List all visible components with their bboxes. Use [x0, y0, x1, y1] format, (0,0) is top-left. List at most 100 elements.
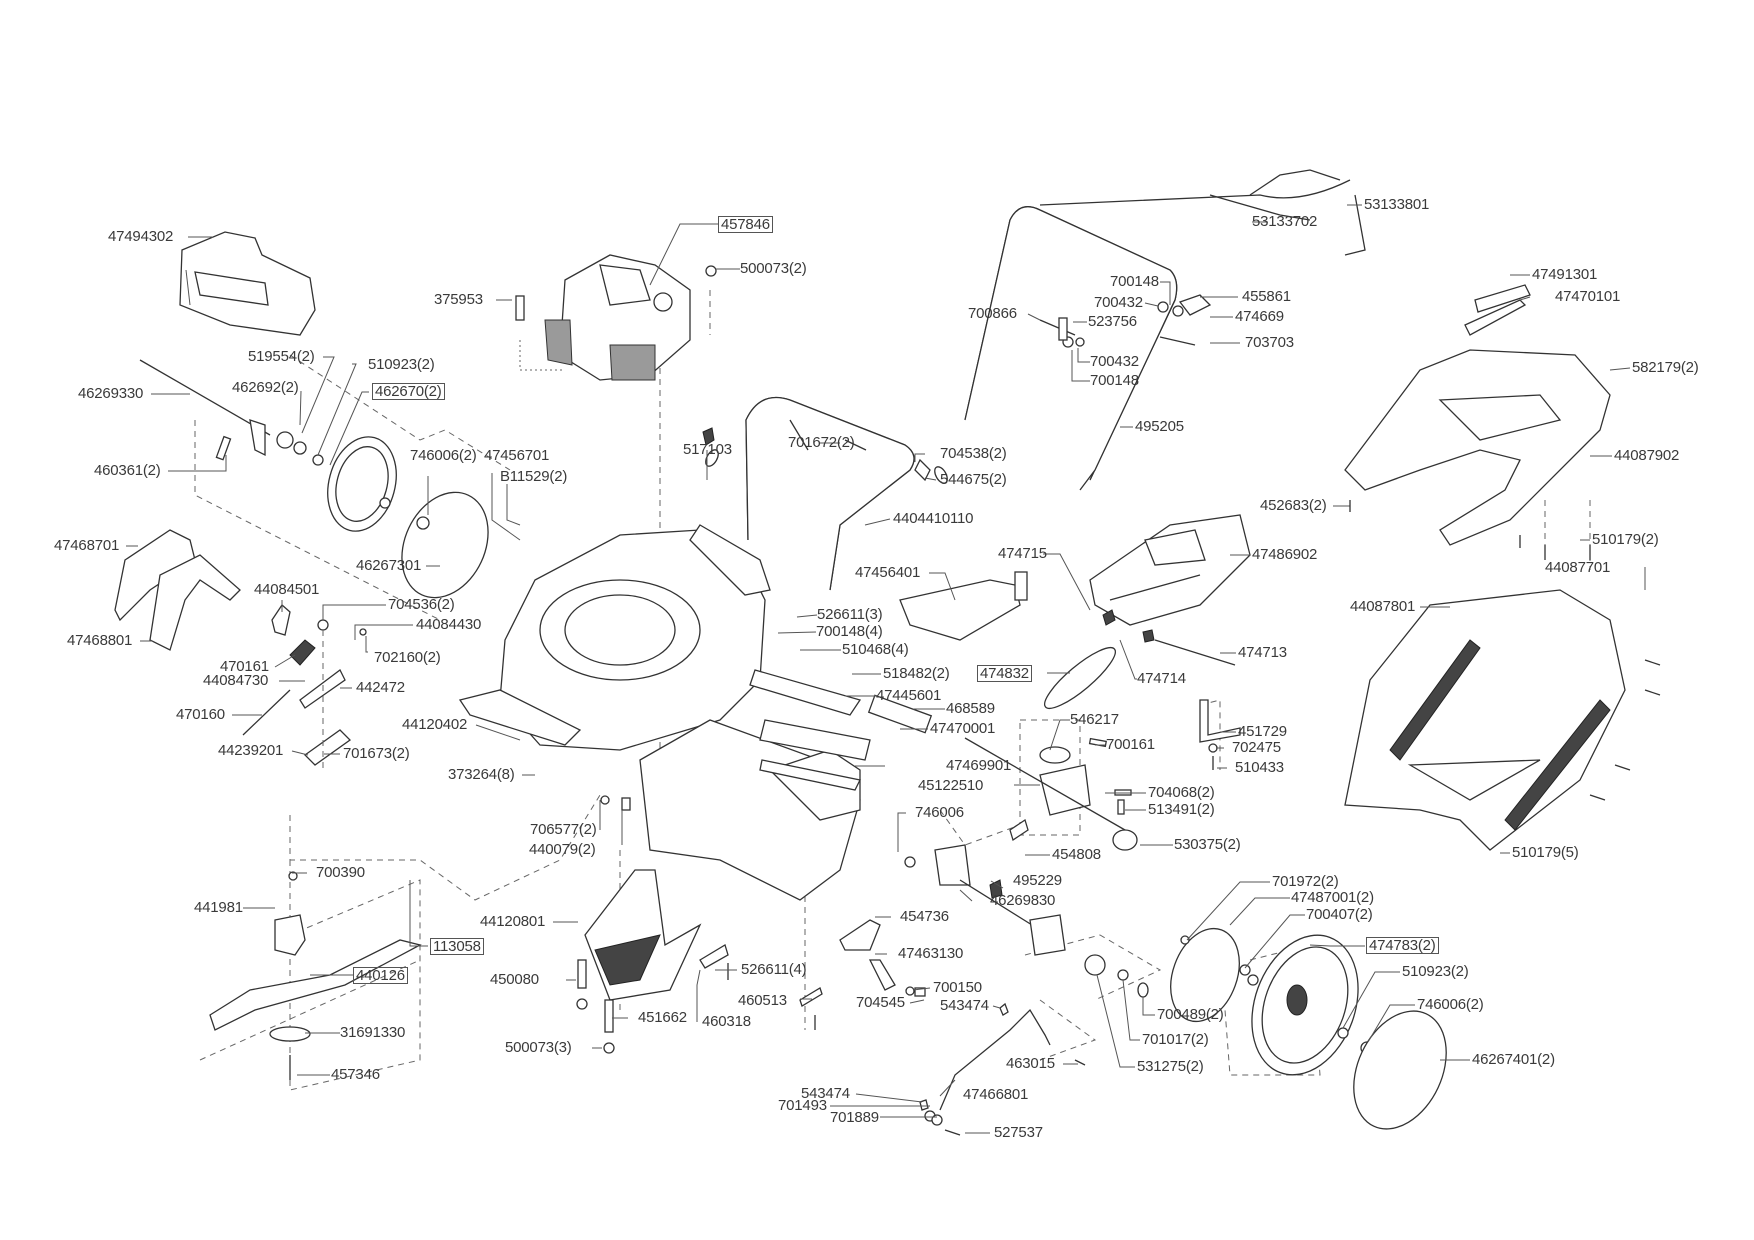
part-label[interactable]: 53133801	[1364, 196, 1430, 213]
part-label[interactable]: 46269330	[78, 385, 144, 402]
part-label[interactable]: 523756	[1088, 313, 1137, 330]
part-label[interactable]: 47456401	[855, 564, 921, 581]
part-label[interactable]: 474832	[977, 665, 1032, 682]
part-label[interactable]: 527537	[994, 1124, 1043, 1141]
part-label[interactable]: 47463130	[898, 945, 964, 962]
part-label[interactable]: 470161	[220, 658, 269, 675]
part-label[interactable]: 543474	[801, 1085, 850, 1102]
part-label[interactable]: 47466801	[963, 1086, 1029, 1103]
part-label[interactable]: 468589	[946, 700, 995, 717]
part-label[interactable]: 495205	[1135, 418, 1184, 435]
part-label[interactable]: 704545	[856, 994, 905, 1011]
part-label[interactable]: 531275(2)	[1137, 1058, 1204, 1075]
part-label[interactable]: 701017(2)	[1142, 1031, 1209, 1048]
part-label[interactable]: 53133702	[1252, 213, 1318, 230]
part-label[interactable]: 510433	[1235, 759, 1284, 776]
part-label[interactable]: 47468701	[54, 537, 120, 554]
part-label[interactable]: 47491301	[1532, 266, 1598, 283]
part-label[interactable]: 700866	[968, 305, 1017, 322]
part-label[interactable]: 44239201	[218, 742, 284, 759]
part-label[interactable]: 44087902	[1614, 447, 1680, 464]
part-label[interactable]: 700148	[1090, 372, 1139, 389]
part-label[interactable]: 46267301	[356, 557, 422, 574]
part-label[interactable]: 701972(2)	[1272, 873, 1339, 890]
part-label[interactable]: 4404410110	[893, 510, 974, 527]
part-label[interactable]: 746006(2)	[410, 447, 477, 464]
part-label[interactable]: 526611(4)	[741, 961, 807, 978]
part-label[interactable]: 47470101	[1555, 288, 1621, 305]
part-label[interactable]: 513491(2)	[1148, 801, 1215, 818]
part-label[interactable]: 457846	[718, 216, 773, 233]
part-label[interactable]: 451662	[638, 1009, 687, 1026]
part-label[interactable]: 704068(2)	[1148, 784, 1215, 801]
part-label[interactable]: 44087801	[1350, 598, 1416, 615]
part-label[interactable]: 543474	[940, 997, 989, 1014]
part-label[interactable]: 495229	[1013, 872, 1062, 889]
part-label[interactable]: 375953	[434, 291, 483, 308]
part-label[interactable]: 704536(2)	[388, 596, 455, 613]
part-label[interactable]: 470160	[176, 706, 225, 723]
part-label[interactable]: 47445601	[876, 687, 942, 704]
part-label[interactable]: 701673(2)	[343, 745, 410, 762]
part-label[interactable]: 462692(2)	[232, 379, 299, 396]
part-label[interactable]: 700432	[1094, 294, 1143, 311]
part-label[interactable]: 510923(2)	[1402, 963, 1469, 980]
part-label[interactable]: 46267401(2)	[1472, 1051, 1555, 1068]
part-label[interactable]: 47468801	[67, 632, 133, 649]
part-label[interactable]: 44084501	[254, 581, 320, 598]
part-label[interactable]: 500073(3)	[505, 1039, 572, 1056]
part-label[interactable]: 31691330	[340, 1024, 406, 1041]
part-label[interactable]: 500073(2)	[740, 260, 807, 277]
part-label[interactable]: 702475	[1232, 739, 1281, 756]
part-label[interactable]: 46269830	[990, 892, 1056, 909]
part-label[interactable]: 440126	[353, 967, 408, 984]
part-label[interactable]: 44084730	[203, 672, 269, 689]
part-label[interactable]: 700489(2)	[1157, 1006, 1224, 1023]
part-label[interactable]: 440079(2)	[529, 841, 596, 858]
part-label[interactable]: 700148(4)	[816, 623, 883, 640]
part-label[interactable]: 582179(2)	[1632, 359, 1699, 376]
part-label[interactable]: 44084430	[416, 616, 482, 633]
part-label[interactable]: 510179(2)	[1592, 531, 1659, 548]
part-label[interactable]: 474713	[1238, 644, 1287, 661]
part-label[interactable]: 47494302	[108, 228, 174, 245]
part-label[interactable]: 700432	[1090, 353, 1139, 370]
part-label[interactable]: 701672(2)	[788, 434, 855, 451]
part-label[interactable]: 474715	[998, 545, 1047, 562]
part-label[interactable]: 44120402	[402, 716, 468, 733]
part-label[interactable]: 47470001	[930, 720, 996, 737]
part-label[interactable]: 454808	[1052, 846, 1101, 863]
part-label[interactable]: 451729	[1238, 723, 1287, 740]
part-label[interactable]: 474669	[1235, 308, 1284, 325]
part-label[interactable]: 44087701	[1545, 559, 1611, 576]
part-label[interactable]: 746006(2)	[1417, 996, 1484, 1013]
part-label[interactable]: 518482(2)	[883, 665, 950, 682]
part-label[interactable]: 454736	[900, 908, 949, 925]
part-label[interactable]: 703703	[1245, 334, 1294, 351]
part-label[interactable]: 47487001(2)	[1291, 889, 1374, 906]
part-label[interactable]: 462670(2)	[372, 383, 445, 400]
part-label[interactable]: 373264(8)	[448, 766, 515, 783]
part-label[interactable]: 510179(5)	[1512, 844, 1579, 861]
part-label[interactable]: 544675(2)	[940, 471, 1007, 488]
part-label[interactable]: 47456701	[484, 447, 550, 464]
part-label[interactable]: 517103	[683, 441, 732, 458]
part-label[interactable]: 530375(2)	[1174, 836, 1241, 853]
part-label[interactable]: 463015	[1006, 1055, 1055, 1072]
part-label[interactable]: 701889	[830, 1109, 879, 1126]
part-label[interactable]: 704538(2)	[940, 445, 1007, 462]
part-label[interactable]: 546217	[1070, 711, 1119, 728]
part-label[interactable]: 44120801	[480, 913, 546, 930]
part-label[interactable]: 45122510	[918, 777, 984, 794]
part-label[interactable]: 700390	[316, 864, 365, 881]
part-label[interactable]: 47469901	[946, 757, 1012, 774]
part-label[interactable]: 460318	[702, 1013, 751, 1030]
part-label[interactable]: 702160(2)	[374, 649, 441, 666]
part-label[interactable]: 510468(4)	[842, 641, 909, 658]
part-label[interactable]: 450080	[490, 971, 539, 988]
part-label[interactable]: 701493	[778, 1097, 827, 1114]
part-label[interactable]: 457346	[331, 1066, 380, 1083]
part-label[interactable]: 700148	[1110, 273, 1159, 290]
part-label[interactable]: 460513	[738, 992, 787, 1009]
part-label[interactable]: 700407(2)	[1306, 906, 1373, 923]
